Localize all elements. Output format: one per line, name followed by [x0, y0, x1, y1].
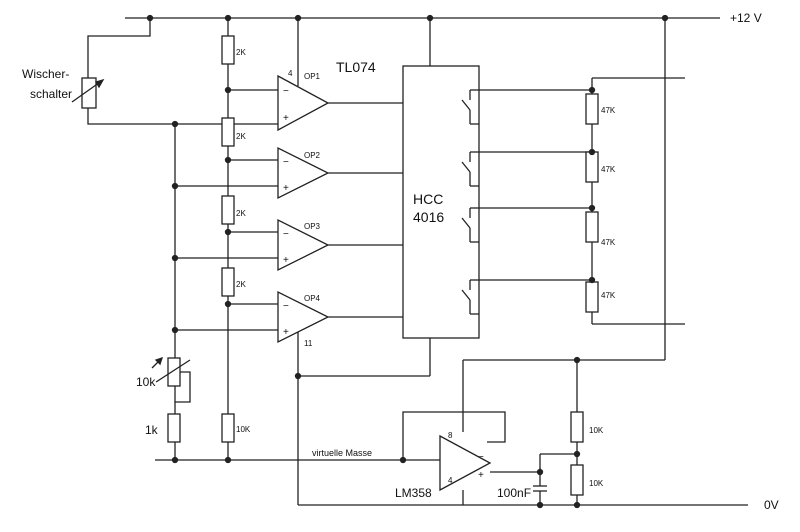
output-resistor-4 [585, 281, 599, 313]
trimmer-10k [151, 356, 191, 414]
divider-resistor-1 [221, 35, 235, 65]
switch-contact-1 [461, 89, 479, 125]
opamp-4-noninverting-sign: + [283, 327, 289, 338]
output-resistor-2-label: 47K [601, 165, 616, 174]
lm358-inverting-sign: − [478, 452, 484, 463]
capacitor-label: 100nF [497, 486, 531, 500]
switch-label-line1: Wischer- [22, 67, 69, 81]
lm358-label: LM358 [395, 486, 432, 500]
tl074-pin-supply: 4 [288, 69, 293, 78]
output-resistor-1-label: 47K [601, 106, 616, 115]
opamp-2 [277, 146, 403, 200]
opamp-1-label: OP1 [304, 72, 321, 81]
output-resistor-2 [585, 151, 599, 183]
output-resistor-3 [585, 211, 599, 243]
opamp-3 [277, 218, 403, 272]
opamp-3-label: OP3 [304, 222, 321, 231]
virtual-ground-divider [539, 360, 584, 505]
opamp-1 [277, 74, 403, 132]
output-resistor-4-label: 47K [601, 291, 616, 300]
wiper-switch-resistor [71, 18, 175, 125]
analog-switch-ic [402, 65, 480, 339]
bottom-resistor [221, 413, 235, 443]
switch-contact-3 [461, 207, 479, 243]
tl074-supply-wires [297, 18, 431, 505]
opamp-4 [277, 290, 403, 344]
tl074-pin-ground: 11 [304, 339, 313, 348]
output-network-wires [462, 18, 685, 432]
output-resistor-3-label: 47K [601, 238, 616, 247]
divider-resistor-2 [221, 117, 235, 147]
divider-resistor-3-label: 2K [236, 209, 246, 218]
vg-divider-resistor-2-label: 10K [589, 479, 604, 488]
lm358-noninverting-sign: + [478, 470, 484, 481]
divider-resistor-1-label: 2K [236, 48, 246, 57]
ground-rail-label: 0V [764, 498, 779, 512]
fixed-resistor-label: 1k [145, 423, 159, 437]
opamp-2-noninverting-sign: + [283, 183, 289, 194]
analog-switch-label-line2: 4016 [413, 209, 444, 225]
divider-ladder-wire [227, 18, 278, 460]
opamp-2-label: OP2 [304, 151, 321, 160]
divider-resistor-4-label: 2K [236, 280, 246, 289]
opamp-2-inverting-sign: − [283, 157, 289, 168]
lm358-pin-supply: 8 [448, 431, 453, 440]
opamp-1-inverting-sign: − [283, 86, 289, 97]
switch-label-line2: schalter [30, 87, 72, 101]
junction-dots [146, 14, 669, 509]
opamp-3-inverting-sign: − [283, 229, 289, 240]
switch-contact-4 [461, 279, 479, 315]
quad-opamp-label: TL074 [336, 59, 376, 75]
divider-resistor-2-label: 2K [236, 132, 246, 141]
opamp-3-noninverting-sign: + [283, 255, 289, 266]
opamp-1-noninverting-sign: + [283, 113, 289, 124]
virtual-ground-label: virtuelle Masse [312, 448, 372, 458]
divider-resistor-3 [221, 195, 235, 225]
positive-rail-label: +12 V [730, 11, 762, 25]
analog-switch-label-line1: HCC [413, 191, 443, 207]
vg-divider-resistor-1-label: 10K [589, 426, 604, 435]
opamp-4-label: OP4 [304, 294, 321, 303]
switch-contact-2 [461, 151, 479, 187]
fixed-resistor-1k [167, 413, 181, 460]
bottom-resistor-label: 10K [236, 425, 251, 434]
divider-resistor-4 [221, 267, 235, 297]
left-reference-bus [174, 123, 278, 358]
lm358-pin-ground: 4 [448, 476, 453, 485]
opamp-4-inverting-sign: − [283, 301, 289, 312]
trimmer-label: 10k [136, 375, 156, 389]
output-resistor-1 [585, 93, 599, 125]
